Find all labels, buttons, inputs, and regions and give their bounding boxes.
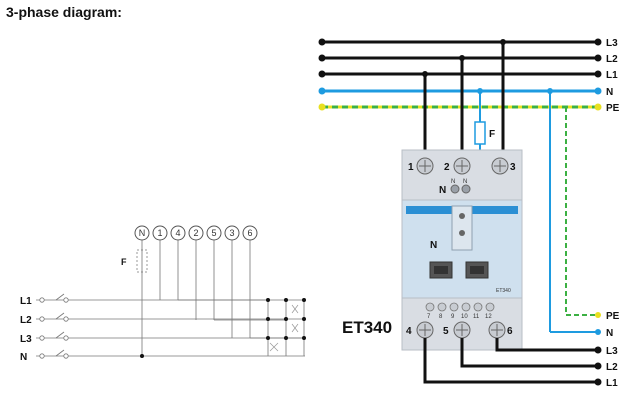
n-small-1: N xyxy=(451,179,455,185)
small-terminal-11: 11 xyxy=(473,314,480,320)
schematic-term-label-2: 2 xyxy=(193,228,198,238)
small-terminal-7: 7 xyxy=(427,314,431,320)
schematic-line-l3: L3 xyxy=(20,334,32,345)
schematic-fuse-label: F xyxy=(121,257,127,267)
out-label-l3: L3 xyxy=(606,346,618,357)
terminal-3: 3 xyxy=(510,162,516,173)
schematic-line-l1: L1 xyxy=(20,296,32,307)
left-schematic: N 1 4 2 5 3 6 F L1 L2 L3 N xyxy=(20,225,306,363)
schematic-line-n: N xyxy=(20,352,27,363)
schematic-term-label-5: 5 xyxy=(211,228,216,238)
bus-label-l2: L2 xyxy=(606,54,618,65)
inner-n-label: N xyxy=(430,240,437,251)
fuse-label: F xyxy=(489,129,495,140)
bus-label-l3: L3 xyxy=(606,38,618,49)
schematic-term-label-3: 3 xyxy=(229,228,234,238)
out-label-l1: L1 xyxy=(606,378,618,389)
terminal-1: 1 xyxy=(408,162,414,173)
schematic-term-label-4: 4 xyxy=(175,228,180,238)
terminal-6: 6 xyxy=(507,326,513,337)
schematic-term-label-1: 1 xyxy=(157,228,162,238)
terminal-4: 4 xyxy=(406,326,412,337)
bus-label-n: N xyxy=(606,87,613,98)
fuse-symbol xyxy=(474,121,486,145)
bus-label-pe: PE xyxy=(606,103,620,114)
schematic-term-label-n: N xyxy=(139,228,146,238)
out-label-pe: PE xyxy=(606,311,620,322)
et340-meter: 1 2 3 N N N N ET340 xyxy=(401,149,523,351)
terminal-2: 2 xyxy=(444,162,450,173)
schematic-line-l2: L2 xyxy=(20,315,32,326)
out-label-l2: L2 xyxy=(606,362,618,373)
small-terminal-10: 10 xyxy=(461,314,468,320)
device-small-text: ET340 xyxy=(496,288,511,294)
small-terminal-12: 12 xyxy=(485,314,492,320)
page-title: 3-phase diagram: xyxy=(6,4,122,20)
out-label-n: N xyxy=(606,328,613,339)
terminal-5: 5 xyxy=(443,326,449,337)
bus-label-l1: L1 xyxy=(606,70,618,81)
model-label: ET340 xyxy=(342,318,392,337)
small-terminal-9: 9 xyxy=(451,314,455,320)
right-diagram: L3 L2 L1 N PE F xyxy=(318,38,620,389)
small-terminal-8: 8 xyxy=(439,314,443,320)
n-terminal-label: N xyxy=(439,185,446,196)
schematic-term-label-6: 6 xyxy=(247,228,252,238)
n-small-2: N xyxy=(463,179,467,185)
